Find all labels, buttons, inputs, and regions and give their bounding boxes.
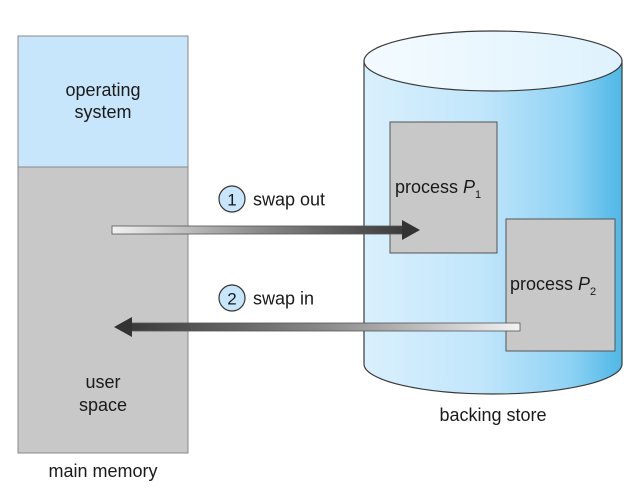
os-region [17,35,189,168]
os-label-line2: system [74,102,131,122]
swap-in-arrowhead [114,317,132,337]
swap-in-shaft [129,322,521,332]
step-2-label: swap in [253,289,314,309]
step-2-badge [218,284,246,312]
process-p2: process P2 [505,218,616,352]
user-space-label-line1: user [85,372,120,392]
step-2-number: 2 [227,290,236,309]
swap-out-arrowhead [402,220,420,240]
swap-in-arrow [114,317,521,337]
os-label-line1: operating [65,80,140,100]
step-1-number: 1 [227,191,236,210]
process-p2-label: process P2 [510,274,596,298]
swap-out-arrow [111,220,420,240]
user-space-region [17,166,189,454]
main-memory-caption: main memory [48,461,157,481]
swap-out-shaft [111,225,405,235]
user-space-label-line2: space [79,395,127,415]
step-1-badge [218,185,246,213]
step-2: 2 swap in [218,284,314,312]
process-p2-name: P [578,274,590,294]
step-1: 1 swap out [218,185,325,213]
process-p2-text: process [510,274,578,294]
process-p1-name: P [463,177,475,197]
process-p1-text: process [395,177,463,197]
step-1-label: swap out [253,190,325,210]
process-p2-subscript: 2 [590,286,596,298]
process-p1-subscript: 1 [475,189,481,201]
main-memory: operating system user space main memory [17,35,189,481]
cylinder-top [363,30,623,92]
process-p1-label: process P1 [395,177,481,201]
process-p2-box [505,218,616,352]
backing-store-caption: backing store [439,405,546,425]
